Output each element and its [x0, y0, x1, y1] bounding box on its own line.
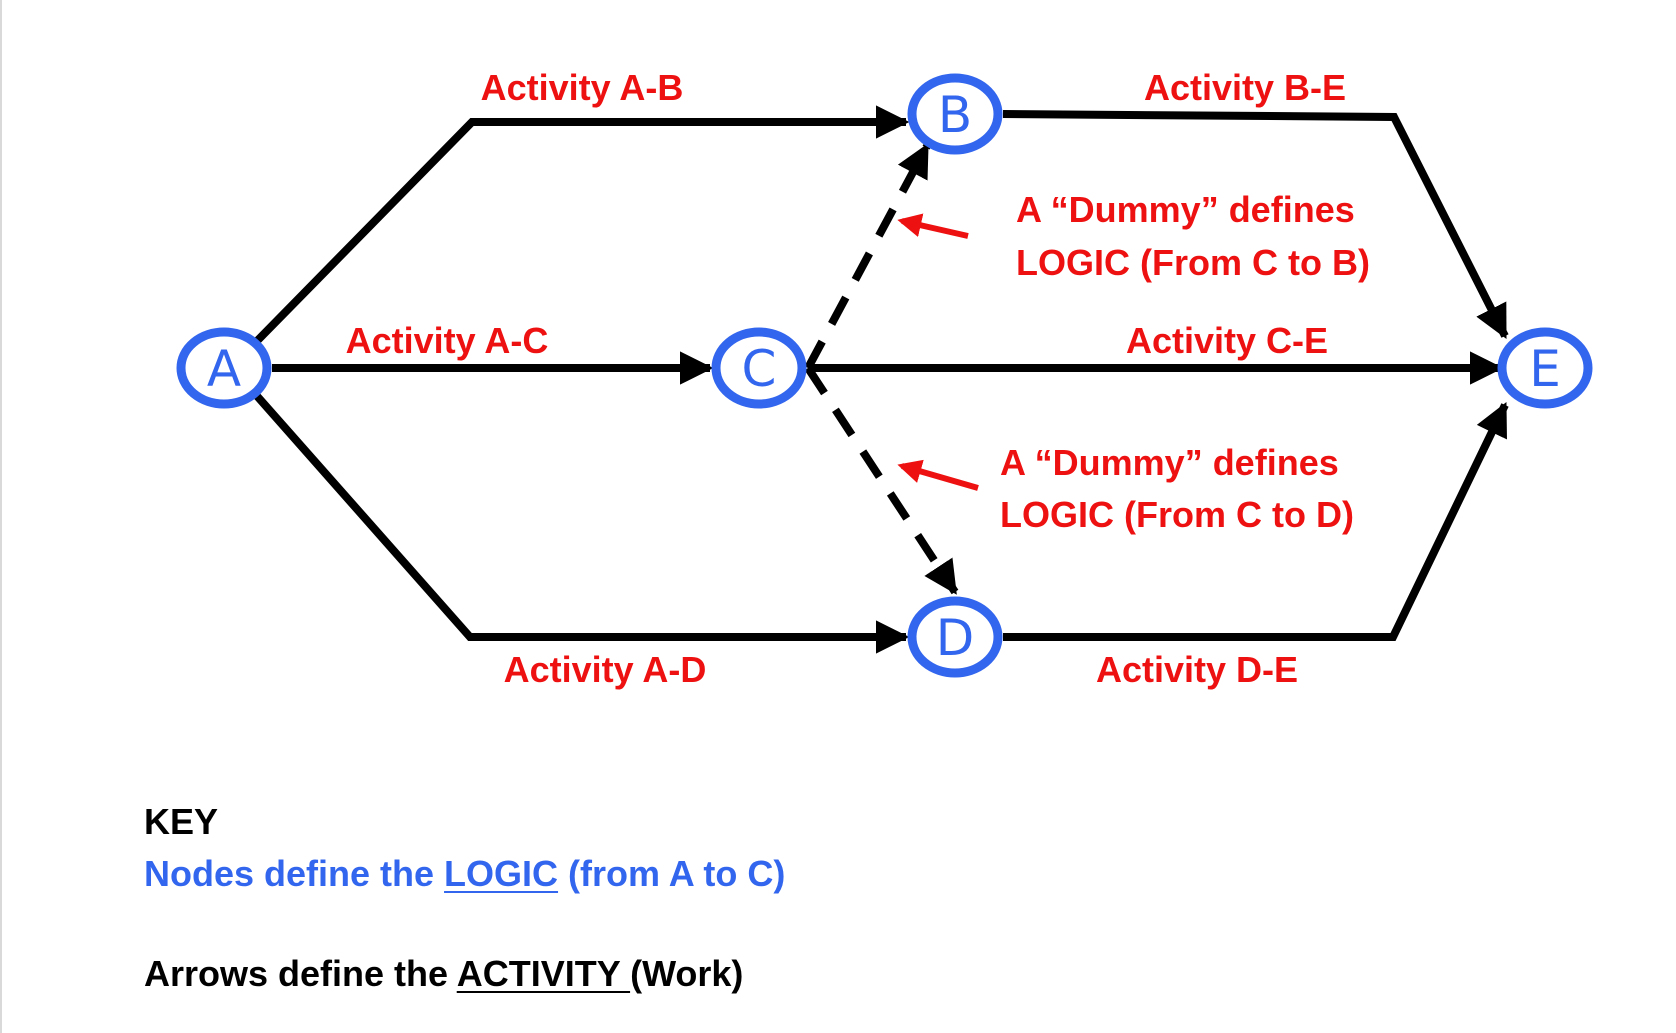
activity-ac-label: Activity A-C — [346, 320, 549, 361]
key-nodes-emphasis: LOGIC — [444, 853, 559, 894]
dummy-cb-pointer-arrow — [897, 213, 969, 239]
dummy-cb[interactable]: A “Dummy” defines LOGIC (From C to B) — [804, 143, 1370, 370]
node-c-circle[interactable] — [711, 327, 807, 409]
node-a[interactable]: A — [176, 327, 272, 409]
activity-ad[interactable]: Activity A-D — [254, 393, 910, 690]
key-arrows-suffix: (Work) — [630, 953, 744, 994]
key-arrows-prefix: Arrows define the — [144, 953, 457, 994]
dummy-cd-pointer-arrow — [897, 459, 979, 491]
dummy-cd[interactable]: A “Dummy” defines LOGIC (From C to D) — [804, 365, 1354, 595]
activity-de[interactable]: Activity D-E — [1003, 401, 1509, 690]
activity-de-arrow[interactable] — [1003, 401, 1509, 641]
node-b-label: B — [938, 86, 972, 144]
node-d-circle[interactable] — [907, 596, 1003, 678]
key-nodes-prefix: Nodes define the — [144, 853, 445, 894]
node-c[interactable]: C — [711, 327, 807, 409]
activity-be-arrow[interactable] — [1002, 110, 1509, 339]
activity-ad-label: Activity A-D — [504, 649, 707, 690]
node-b[interactable]: B — [907, 73, 1003, 155]
key-nodes-suffix: (from A to C) — [558, 853, 786, 894]
key-arrows-emphasis: ACTIVITY — [456, 953, 631, 994]
node-e-label: E — [1529, 340, 1561, 398]
node-e[interactable]: E — [1497, 327, 1593, 409]
activity-be[interactable]: Activity B-E — [1002, 67, 1509, 339]
activity-ab-arrow[interactable] — [254, 105, 910, 344]
node-d[interactable]: D — [907, 596, 1003, 678]
key-legend: KEY Nodes define the LOGIC (from A to C)… — [144, 796, 785, 1000]
key-arrows-line: Arrows define the ACTIVITY (Work) — [144, 948, 785, 1000]
activity-be-label: Activity B-E — [1144, 67, 1346, 108]
node-a-circle[interactable] — [176, 327, 272, 409]
activity-ab-label: Activity A-B — [481, 67, 684, 108]
activity-ad-arrow[interactable] — [254, 393, 910, 654]
activity-ab[interactable]: Activity A-B — [254, 67, 910, 344]
activity-ac[interactable]: Activity A-C — [272, 320, 714, 385]
node-b-circle[interactable] — [907, 73, 1003, 155]
dummy-cb-note-line2: LOGIC (From C to B) — [1016, 242, 1370, 283]
dummy-cb-note-line1: A “Dummy” defines — [1016, 189, 1355, 230]
dummy-cd-note-line1: A “Dummy” defines — [1000, 442, 1339, 483]
node-e-circle[interactable] — [1497, 327, 1593, 409]
node-d-label: D — [936, 609, 975, 667]
dummy-cb-arrow[interactable] — [804, 143, 931, 370]
key-title: KEY — [144, 801, 219, 842]
activity-de-label: Activity D-E — [1096, 649, 1298, 690]
activity-ce-label: Activity C-E — [1126, 320, 1328, 361]
node-a-label: A — [207, 340, 241, 398]
dummy-cd-note-line2: LOGIC (From C to D) — [1000, 494, 1354, 535]
page-left-border — [0, 0, 2, 1033]
dummy-cd-arrow[interactable] — [804, 365, 959, 595]
key-nodes-line: Nodes define the LOGIC (from A to C) — [144, 848, 785, 900]
node-c-label: C — [742, 340, 777, 398]
activity-ce[interactable]: Activity C-E — [808, 320, 1504, 385]
